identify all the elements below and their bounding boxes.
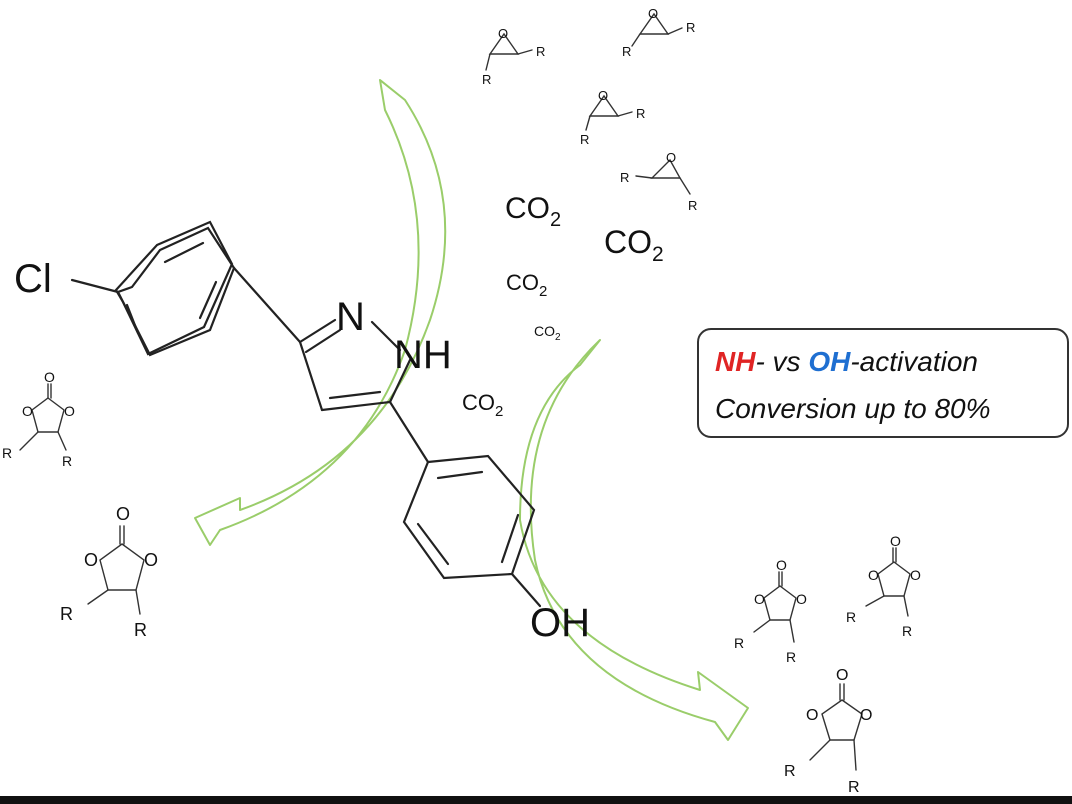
co2-molecules: CO2 CO2 CO2 CO2 CO2 (462, 192, 664, 420)
activation-callout: NH- vs OH-activation Conversion up to 80… (697, 328, 1069, 438)
svg-text:O: O (648, 6, 658, 21)
svg-text:R: R (2, 445, 12, 461)
epoxide: O R R (482, 26, 545, 87)
svg-text:R: R (62, 453, 72, 469)
svg-text:R: R (734, 635, 744, 651)
svg-text:R: R (620, 170, 629, 185)
arrow-lower-right (519, 339, 749, 741)
nh-activation-label: NH (715, 346, 756, 377)
oh-activation-label: OH (808, 346, 851, 377)
svg-text:O: O (806, 707, 818, 724)
cyclic-carbonate: O O O R R (734, 557, 807, 665)
svg-text:R: R (902, 623, 912, 639)
svg-text:O: O (836, 667, 848, 684)
svg-text:R: R (482, 72, 491, 87)
svg-text:R: R (536, 44, 545, 59)
svg-text:R: R (134, 620, 147, 640)
epoxide: O R R (622, 6, 695, 59)
carbonate-molecules: O O O R R O O O R R O O O R (2, 369, 921, 796)
svg-text:O: O (144, 550, 158, 570)
svg-text:O: O (776, 557, 787, 573)
chlorophenyl-ring (114, 220, 236, 357)
svg-text:O: O (860, 707, 872, 724)
callout-line-1: NH- vs OH-activation (715, 338, 1067, 385)
co2-label: CO2 (462, 390, 503, 420)
svg-text:O: O (64, 403, 75, 419)
svg-text:O: O (116, 504, 130, 524)
epoxide: O R R (580, 88, 645, 147)
cyclic-carbonate: O O O R R (846, 533, 921, 639)
cyclic-carbonate: O O O R R (60, 504, 158, 640)
svg-text:R: R (848, 779, 860, 796)
svg-text:O: O (22, 403, 33, 419)
svg-text:R: R (846, 609, 856, 625)
nh-label: NH (394, 333, 452, 377)
svg-text:R: R (636, 106, 645, 121)
nitrogen-label: N (336, 295, 365, 339)
hydroxyphenyl-ring (402, 454, 536, 580)
co2-label: CO2 (604, 224, 664, 266)
epoxide-molecules: O R R O R R O R R O R R (482, 6, 697, 213)
pyrazole-ring (298, 318, 412, 412)
pyrazole-molecule: Cl N NH OH (14, 220, 590, 645)
svg-text:R: R (60, 604, 73, 624)
hydroxyl-label: OH (530, 601, 590, 645)
activation-text: -activation (850, 346, 978, 377)
c-cl-bond (70, 278, 120, 294)
co2-label: CO2 (534, 323, 561, 343)
svg-text:R: R (622, 44, 631, 59)
svg-text:O: O (890, 533, 901, 549)
svg-text:O: O (666, 150, 676, 165)
c-oh-bond (510, 572, 542, 608)
svg-text:R: R (784, 763, 796, 780)
cyclic-carbonate: O O O R R (2, 369, 75, 469)
co2-label: CO2 (505, 192, 561, 231)
svg-text:O: O (754, 591, 765, 607)
svg-text:R: R (686, 20, 695, 35)
svg-text:O: O (796, 591, 807, 607)
svg-text:O: O (598, 88, 608, 103)
chlorine-label: Cl (14, 257, 52, 301)
conversion-text: Conversion up to 80% (715, 393, 991, 424)
cyclic-carbonate: O O O R R (784, 667, 872, 796)
svg-text:R: R (580, 132, 589, 147)
vs-text: - vs (755, 346, 809, 377)
svg-text:O: O (44, 369, 55, 385)
svg-text:R: R (688, 198, 697, 213)
epoxide: O R R (620, 150, 697, 213)
svg-text:O: O (84, 550, 98, 570)
svg-text:R: R (786, 649, 796, 665)
co2-label: CO2 (506, 270, 547, 300)
svg-text:O: O (868, 567, 879, 583)
arrow-upper-left (194, 79, 447, 546)
svg-text:O: O (910, 567, 921, 583)
bottom-bar (0, 796, 1072, 804)
svg-text:O: O (498, 26, 508, 41)
